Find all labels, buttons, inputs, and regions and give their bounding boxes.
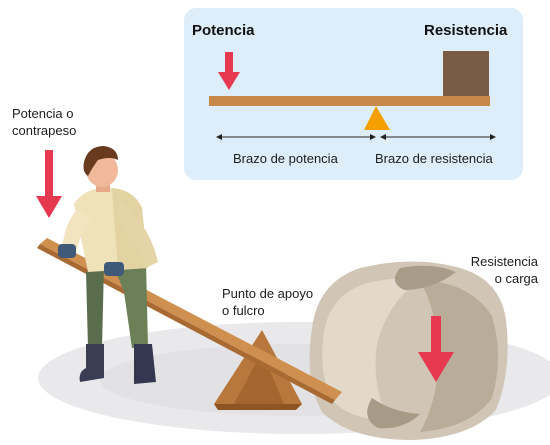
schematic-effort-arrow (218, 52, 240, 90)
fulcrum-label: Punto de apoyo o fulcro (222, 285, 313, 319)
person-figure (58, 146, 158, 384)
effort-label-line-2: contrapeso (12, 123, 77, 138)
load-label-line-1: Resistencia (470, 254, 538, 269)
fulcrum-label-line-2: o fulcro (222, 303, 265, 318)
effort-label: Potencia o contrapeso (12, 105, 76, 139)
effort-arrow (36, 150, 62, 218)
effort-label-line-1: Potencia o (12, 106, 74, 121)
fulcrum-label-line-1: Punto de apoyo (222, 286, 314, 301)
lever-beam (37, 238, 342, 404)
load-arm-arrow (380, 134, 496, 140)
load-label: Resistencia o carga (462, 253, 538, 287)
schematic-fulcrum (364, 106, 390, 130)
schematic-beam (209, 96, 490, 106)
load-arrow (418, 316, 454, 382)
effort-arm-arrow (216, 134, 376, 140)
schematic-load-block (443, 51, 489, 96)
effort-arm-label: Brazo de potencia (233, 151, 338, 166)
fulcrum-wedge (214, 330, 302, 410)
load-label-line-2: o carga (494, 271, 538, 286)
schematic-effort-title: Potencia (192, 22, 255, 39)
load-arm-label: Brazo de resistencia (375, 151, 493, 166)
schematic-load-title: Resistencia (424, 22, 508, 39)
